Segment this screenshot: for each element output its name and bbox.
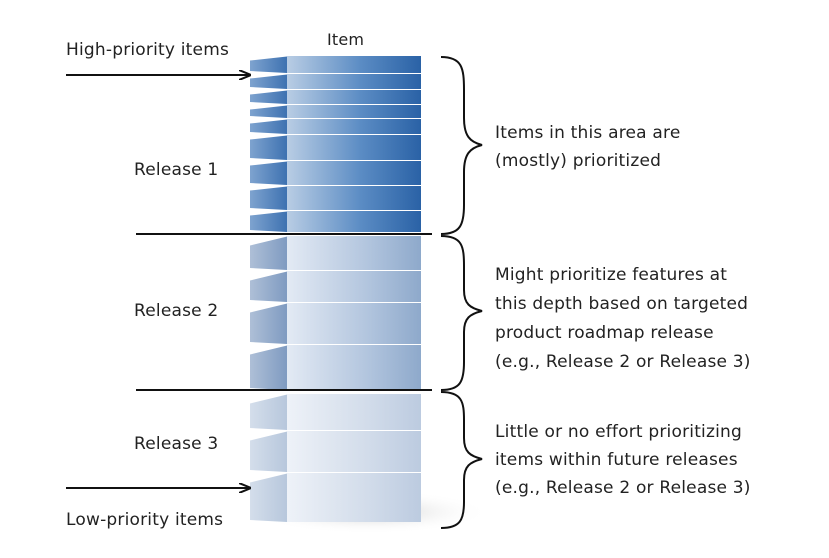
item-block-side bbox=[250, 303, 287, 344]
item-block bbox=[287, 211, 421, 232]
item-block-edge bbox=[249, 118, 288, 124]
item-block-edge bbox=[249, 235, 288, 246]
release-2-label: Release 2 bbox=[134, 301, 218, 321]
annotation-line: product roadmap release bbox=[495, 323, 714, 343]
annotation-line: (e.g., Release 2 or Release 3) bbox=[495, 478, 751, 498]
low-priority-label: Low-priority items bbox=[66, 510, 223, 530]
item-block-side bbox=[250, 431, 287, 472]
brace-area-2 bbox=[440, 235, 483, 391]
item-block-edge bbox=[249, 430, 288, 441]
item-block-edge bbox=[249, 134, 288, 140]
annotation-line: this depth based on targeted bbox=[495, 294, 748, 314]
high-priority-label: High-priority items bbox=[66, 40, 229, 60]
item-block-side bbox=[250, 74, 287, 89]
item-block-edge bbox=[249, 393, 288, 404]
item-block bbox=[287, 74, 421, 89]
item-block-edge bbox=[249, 55, 288, 61]
item-block-side bbox=[250, 161, 287, 185]
item-block bbox=[287, 56, 421, 73]
brace-area-1 bbox=[440, 56, 483, 235]
item-block-edge bbox=[249, 210, 288, 216]
item-block-edge bbox=[249, 270, 288, 281]
item-block-side bbox=[250, 135, 287, 160]
column-header: Item bbox=[327, 30, 364, 49]
brace-area-3 bbox=[440, 391, 483, 529]
item-block-edge bbox=[249, 185, 288, 191]
annotation-area-1: Items in this area are (mostly) prioriti… bbox=[495, 123, 681, 171]
item-block bbox=[287, 236, 421, 270]
item-block-edge bbox=[249, 302, 288, 313]
item-block-edge bbox=[249, 472, 288, 483]
item-block bbox=[287, 303, 421, 344]
item-block-side bbox=[250, 236, 287, 270]
item-block bbox=[287, 186, 421, 210]
annotation-line: items within future releases bbox=[495, 450, 738, 470]
item-block-edge bbox=[249, 73, 288, 79]
annotation-line: Items in this area are bbox=[495, 123, 681, 143]
item-block-side bbox=[250, 394, 287, 430]
item-stack bbox=[249, 55, 421, 522]
item-block bbox=[287, 431, 421, 472]
item-block bbox=[287, 119, 421, 134]
annotation-line: (mostly) prioritized bbox=[495, 151, 661, 171]
item-block bbox=[287, 271, 421, 302]
item-block-side bbox=[250, 271, 287, 302]
item-block bbox=[287, 394, 421, 430]
item-block-side bbox=[250, 186, 287, 210]
release-1-label: Release 1 bbox=[134, 160, 218, 180]
item-block-side bbox=[250, 473, 287, 522]
item-block-edge bbox=[249, 89, 288, 95]
item-block bbox=[287, 90, 421, 104]
item-block-edge bbox=[249, 160, 288, 166]
item-block-side bbox=[250, 56, 287, 73]
annotation-line: Little or no effort prioritizing bbox=[495, 422, 742, 442]
annotation-area-3: Little or no effort prioritizing items w… bbox=[495, 422, 751, 498]
annotation-line: (e.g., Release 2 or Release 3) bbox=[495, 352, 751, 372]
item-block-edge bbox=[249, 344, 288, 355]
item-block bbox=[287, 473, 421, 522]
release-3-label: Release 3 bbox=[134, 434, 218, 454]
item-block bbox=[287, 135, 421, 160]
item-block-side bbox=[250, 211, 287, 232]
item-block bbox=[287, 161, 421, 185]
item-block bbox=[287, 345, 421, 390]
annotation-area-2: Might prioritize features at this depth … bbox=[495, 265, 751, 372]
item-block-side bbox=[250, 345, 287, 390]
annotation-line: Might prioritize features at bbox=[495, 265, 727, 285]
item-block-side bbox=[250, 119, 287, 134]
item-block-edge bbox=[249, 104, 288, 110]
item-block bbox=[287, 105, 421, 118]
